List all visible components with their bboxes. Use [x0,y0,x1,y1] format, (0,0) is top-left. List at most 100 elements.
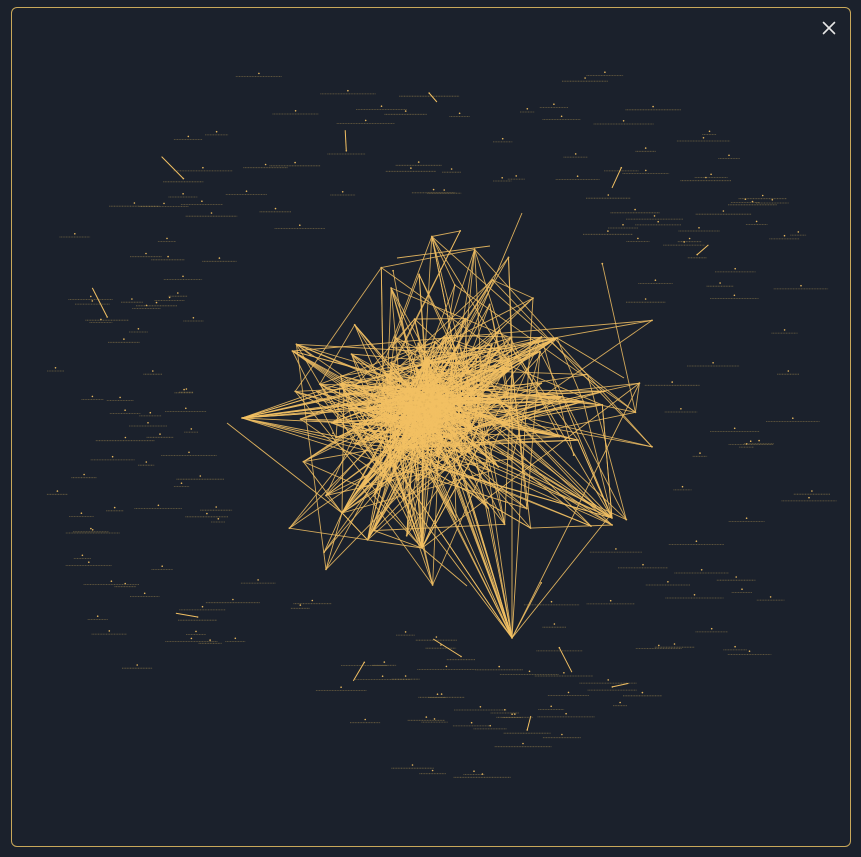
graph-node[interactable] [450,168,453,170]
graph-node[interactable] [389,481,391,483]
graph-node[interactable] [526,108,529,110]
graph-node[interactable] [491,343,493,346]
graph-node[interactable] [771,199,774,201]
graph-node[interactable] [426,357,428,359]
graph-node[interactable] [325,494,327,497]
graph-node[interactable] [195,630,197,633]
graph-node[interactable] [341,512,343,514]
graph-node[interactable] [201,200,203,202]
graph-node[interactable] [425,446,428,449]
graph-node[interactable] [354,442,356,445]
graph-node[interactable] [755,220,758,223]
graph-node[interactable] [340,686,342,688]
graph-node[interactable] [100,318,102,321]
graph-node[interactable] [440,380,443,383]
graph-node[interactable] [693,594,696,596]
graph-node[interactable] [74,233,76,235]
graph-node[interactable] [565,712,567,715]
graph-node[interactable] [202,166,204,169]
graph-node[interactable] [576,175,579,177]
graph-node[interactable] [458,112,461,115]
graph-node[interactable] [418,273,420,276]
graph-node[interactable] [574,153,577,155]
graph-node[interactable] [376,404,379,407]
graph-node[interactable] [673,643,676,645]
graph-node[interactable] [641,691,644,694]
graph-node[interactable] [124,409,126,412]
graph-node[interactable] [124,436,127,439]
graph-node[interactable] [264,163,267,166]
graph-node[interactable] [399,409,402,412]
graph-node[interactable] [498,349,501,351]
graph-node[interactable] [209,639,211,641]
graph-node[interactable] [431,769,434,772]
graph-node[interactable] [479,706,482,708]
graph-node[interactable] [494,398,497,401]
graph-node[interactable] [453,284,456,286]
graph-node[interactable] [294,161,296,164]
graph-node[interactable] [371,422,374,425]
graph-node[interactable] [540,382,543,385]
graph-node[interactable] [432,372,434,374]
graph-node[interactable] [350,353,353,355]
graph-node[interactable] [415,365,417,368]
graph-node[interactable] [440,693,443,695]
graph-node[interactable] [783,329,786,331]
graph-node[interactable] [449,464,452,467]
graph-node[interactable] [558,435,561,438]
graph-node[interactable] [363,437,366,440]
graph-node[interactable] [199,475,202,477]
graph-node[interactable] [166,237,168,240]
graph-node[interactable] [607,679,609,681]
graph-node[interactable] [440,424,443,427]
graph-node[interactable] [434,398,436,401]
graph-node[interactable] [601,262,604,265]
graph-node[interactable] [445,407,448,410]
graph-node[interactable] [382,384,385,386]
graph-node[interactable] [429,368,432,371]
graph-node[interactable] [439,428,441,431]
graph-node[interactable] [475,390,478,393]
graph-node[interactable] [145,461,148,463]
graph-node[interactable] [611,517,613,519]
graph-node[interactable] [428,393,430,396]
graph-node[interactable] [392,461,394,464]
graph-node[interactable] [123,338,125,340]
graph-node[interactable] [347,89,349,92]
graph-node[interactable] [354,492,357,495]
graph-node[interactable] [215,130,218,133]
graph-node[interactable] [423,403,426,406]
graph-node[interactable] [700,569,703,571]
graph-node[interactable] [509,337,512,339]
graph-node[interactable] [401,443,403,446]
graph-node[interactable] [413,396,415,399]
graph-node[interactable] [434,392,437,395]
graph-node[interactable] [390,361,392,364]
graph-node[interactable] [323,551,325,554]
graph-node[interactable] [401,447,403,449]
graph-node[interactable] [372,394,375,396]
graph-node[interactable] [417,422,419,424]
graph-node[interactable] [436,455,439,457]
graph-node[interactable] [658,644,660,647]
graph-node[interactable] [258,72,260,75]
graph-node[interactable] [741,588,743,590]
graph-node[interactable] [471,427,473,429]
graph-node[interactable] [190,637,193,640]
graph-node[interactable] [339,382,342,385]
graph-node[interactable] [420,392,422,395]
graph-node[interactable] [539,350,541,353]
graph-node[interactable] [404,110,407,112]
graph-node[interactable] [108,630,111,632]
graph-node[interactable] [340,375,342,377]
graph-node[interactable] [441,412,443,415]
graph-node[interactable] [88,561,90,563]
graph-node[interactable] [590,525,592,527]
graph-node[interactable] [708,130,711,133]
graph-node[interactable] [671,381,673,383]
graph-node[interactable] [532,297,534,299]
graph-node[interactable] [615,548,617,550]
graph-node[interactable] [180,482,183,485]
graph-node[interactable] [316,390,318,393]
graph-node[interactable] [540,582,543,584]
